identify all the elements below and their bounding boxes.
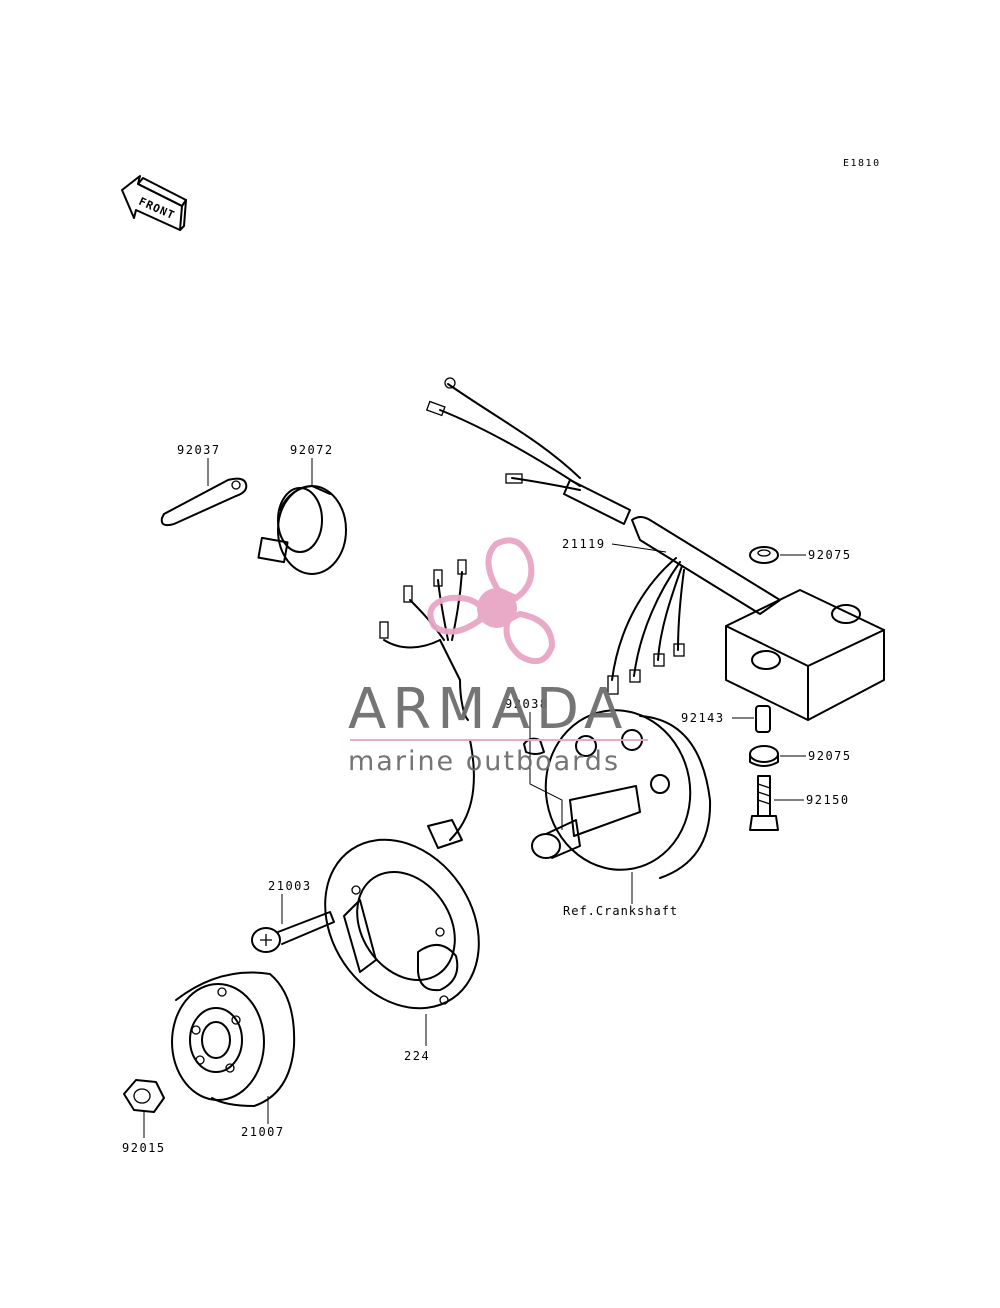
label-ref-crankshaft: Ref.Crankshaft — [563, 904, 678, 918]
label-92143: 92143 — [681, 711, 725, 725]
diagram-code: E1810 — [843, 158, 881, 169]
label-92037: 92037 — [177, 443, 221, 457]
label-21119: 21119 — [562, 537, 606, 551]
propeller-logo-icon — [427, 537, 556, 665]
part-92143-collar — [732, 705, 771, 733]
part-92150-bolt — [749, 775, 804, 831]
watermark-brand: ARMADA — [348, 677, 628, 742]
part-21003-stator — [324, 838, 480, 1046]
label-92038: 92038 — [505, 697, 549, 711]
part-92015-nut — [123, 1079, 165, 1138]
label-92015: 92015 — [122, 1141, 166, 1155]
label-92072: 92072 — [290, 443, 334, 457]
label-92150: 92150 — [806, 793, 850, 807]
watermark-tagline: marine outboards — [348, 746, 620, 777]
part-92075-grommet-top — [749, 546, 806, 564]
front-arrow-label: FRONT — [137, 195, 177, 222]
part-92037-strap — [160, 458, 248, 527]
part-21007-flywheel — [171, 971, 296, 1124]
part-stator-wiring — [379, 559, 475, 849]
front-arrow-icon: FRONT — [121, 175, 187, 231]
part-92072-clamp — [257, 458, 347, 575]
label-224: 21003 — [268, 879, 312, 893]
label-21007: 21007 — [241, 1125, 285, 1139]
label-92075-bottom: 92075 — [808, 749, 852, 763]
label-92075-top: 92075 — [808, 548, 852, 562]
part-92075-grommet-bottom — [749, 745, 806, 767]
armada-watermark: ARMADA marine outboards — [348, 537, 648, 777]
part-21119-harness — [425, 377, 781, 695]
part-224-screw — [251, 894, 335, 953]
part-control-box — [725, 589, 885, 721]
label-21003: 224 — [404, 1049, 430, 1063]
